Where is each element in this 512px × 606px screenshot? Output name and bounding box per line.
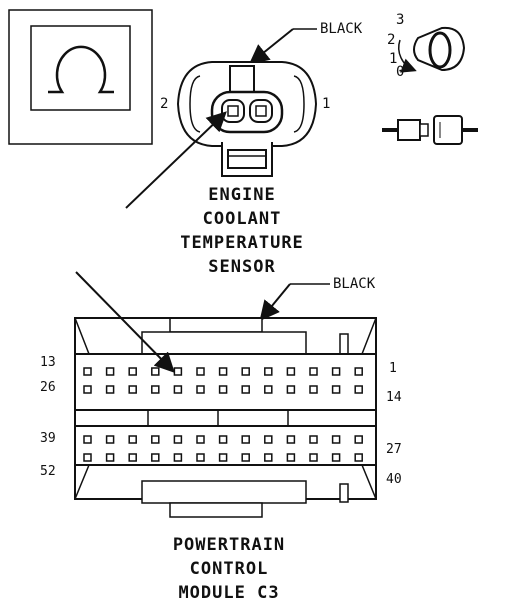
pcm-pin-cavity [173,453,183,462]
sensor-title-line-1: ENGINE [208,185,275,205]
pcm-pin-cavity [286,385,296,394]
pcm-pin-cavity [309,453,318,462]
pcm-c3-connector: BLACK 13 26 39 52 1 14 27 40 [40,276,402,518]
sensor-pin-2-label: 2 [160,96,168,112]
pcm-pin-cavity [128,435,137,444]
pcm-pin-cavity [128,453,137,462]
pcm-pin-cavity [151,367,160,376]
pcm-pin-40-label: 40 [386,472,402,487]
pcm-pin-cavity [105,453,115,462]
pcm-pin-cavity [309,435,318,444]
pcm-pin-cavity [83,453,92,462]
pcm-pin-cavity [128,385,137,394]
pcm-color-label: BLACK [333,276,376,292]
pcm-pin-cavity [286,367,296,376]
pcm-pin-cavity [241,453,250,462]
pcm-pin-cavity [354,435,363,444]
ignition-pos-0: 0 [396,64,404,80]
sensor-title-line-2: COOLANT [203,209,282,229]
pcm-pin-cavity [286,453,296,462]
pcm-pin-cavity [218,435,228,444]
sensor-pin-1-label: 1 [322,96,330,112]
pcm-pin-52-label: 52 [40,464,56,479]
pcm-pin-cavity [105,385,115,394]
ect-sensor-connector: BLACK 2 1 [160,21,363,177]
pcm-title-line-3: MODULE C3 [178,583,279,603]
pcm-title-line-1: POWERTRAIN [173,535,285,555]
pcm-pin-cavity [151,385,160,394]
ignition-key-icon: 3 2 1 0 [387,12,466,80]
pcm-pin-27-label: 27 [386,442,402,457]
pcm-pin-cavity [309,367,318,376]
pcm-pin-cavity [241,435,250,444]
ignition-pos-1: 1 [389,51,397,67]
pcm-pin-cavity [196,367,205,376]
pcm-pin-cavity [83,385,92,394]
pcm-pin-1-label: 1 [389,361,397,376]
pcm-pin-cavity [83,367,92,376]
pcm-pin-cavity [286,435,296,444]
pcm-pin-cavity [196,435,205,444]
pcm-pin-cavity [309,385,318,394]
pcm-pin-cavity [354,367,363,376]
pcm-pin-cavity [218,453,228,462]
pcm-pin-13-label: 13 [40,355,56,370]
pcm-title: POWERTRAIN CONTROL MODULE C3 [173,535,285,603]
ohm-symbol-icon [48,45,114,94]
sensor-title-line-3: TEMPERATURE [180,233,304,253]
pcm-pin-cavity [105,367,115,376]
ignition-pos-3: 3 [396,12,404,28]
pcm-pin-26-label: 26 [40,380,56,395]
sensor-title-line-4: SENSOR [208,257,275,277]
pcm-pin-cavity [264,453,273,462]
probe-arrow-sensor [125,111,227,209]
pcm-pin-cavity [151,435,160,444]
ohmmeter-symbol-box [8,9,153,145]
pcm-pin-cavity [264,367,273,376]
pcm-pin-cavity [354,385,363,394]
pcm-pin-cavity [331,435,341,444]
pcm-pin-39-label: 39 [40,431,56,446]
pcm-pin-cavity [196,385,205,394]
pcm-pin-cavity [173,385,183,394]
pcm-pin-cavity [128,367,137,376]
pcm-pin-cavity [151,453,160,462]
pcm-pin-cavity [331,367,341,376]
probe-arrow-pcm [75,271,175,373]
pcm-pin-cavity [218,385,228,394]
pcm-pin-grid [83,367,363,462]
pcm-title-line-2: CONTROL [190,559,269,579]
sensor-color-label: BLACK [320,21,363,37]
pcm-pin-cavity [173,435,183,444]
pcm-pin-cavity [331,453,341,462]
pcm-pin-cavity [264,435,273,444]
pcm-pin-cavity [218,367,228,376]
pcm-pin-cavity [105,435,115,444]
pcm-pin-cavity [331,385,341,394]
pcm-pin-cavity [264,385,273,394]
ignition-pos-2: 2 [387,32,395,48]
pcm-pin-cavity [196,453,205,462]
pcm-pin-cavity [241,367,250,376]
pcm-pin-cavity [173,367,183,376]
pcm-pin-14-label: 14 [386,390,402,405]
connector-disconnected-icon [382,115,478,145]
sensor-title: ENGINE COOLANT TEMPERATURE SENSOR [180,185,304,277]
pcm-pin-cavity [354,453,363,462]
pcm-pin-cavity [83,435,92,444]
pcm-pin-cavity [241,385,250,394]
